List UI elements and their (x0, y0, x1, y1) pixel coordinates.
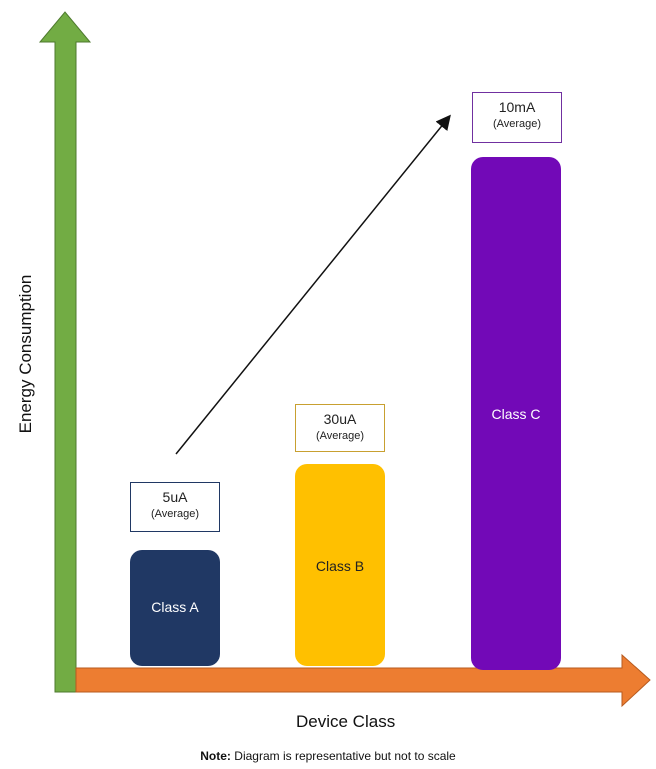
class-b-bar (295, 464, 385, 666)
footnote-text: Diagram is representative but not to sca… (230, 749, 456, 763)
footnote-prefix: Note: (200, 749, 231, 763)
class-a-label: Class A (151, 599, 199, 615)
class-b-value-box: 30uA (Average) (295, 404, 385, 452)
y-axis-title: Energy Consumption (16, 274, 35, 434)
class-c-value: 10mA (498, 99, 536, 115)
y-axis-arrow (38, 11, 92, 693)
class-b-value-sub: (Average) (315, 430, 365, 442)
class-a-bar (130, 550, 220, 666)
class-c-label: Class C (491, 406, 541, 422)
footnote: Note: Diagram is representative but not … (0, 749, 656, 763)
class-b-value: 30uA (323, 411, 357, 427)
x-axis-arrow (75, 653, 651, 708)
trend-arrow (175, 114, 451, 455)
class-a-value-box: 5uA (Average) (130, 482, 220, 532)
class-c-value-sub: (Average) (492, 118, 542, 130)
class-c-value-box: 10mA (Average) (472, 92, 562, 143)
class-c-bar (471, 157, 561, 670)
class-a-value: 5uA (162, 489, 188, 505)
class-a-value-sub: (Average) (150, 508, 200, 520)
x-axis-title: Device Class (296, 712, 396, 731)
class-b-label: Class B (315, 558, 365, 574)
